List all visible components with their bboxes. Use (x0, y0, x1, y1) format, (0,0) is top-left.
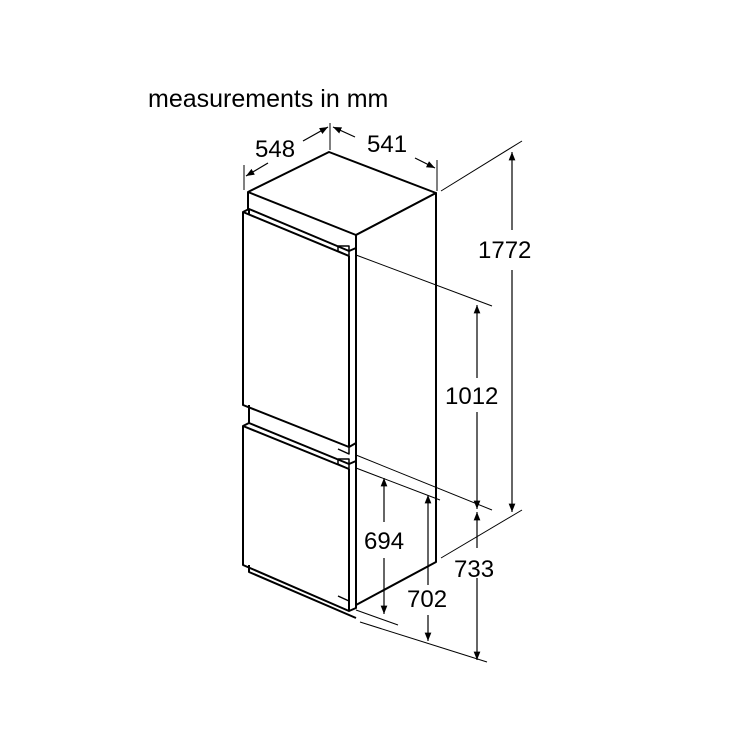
niche-702-label: 702 (407, 586, 447, 613)
depth-label: 548 (255, 136, 295, 163)
top-dimension-arrows (245, 126, 436, 177)
lower-door (242, 405, 357, 619)
upper-section-label: 1012 (445, 383, 498, 410)
lower-section-label: 733 (454, 556, 494, 583)
width-label: 541 (367, 131, 407, 158)
vertical-dimension-lines (380, 152, 516, 660)
height-label: 1772 (478, 237, 531, 264)
extension-lines (243, 123, 523, 663)
upper-door (242, 208, 357, 448)
title-label: measurements in mm (148, 85, 388, 113)
niche-694-label: 694 (364, 528, 404, 555)
